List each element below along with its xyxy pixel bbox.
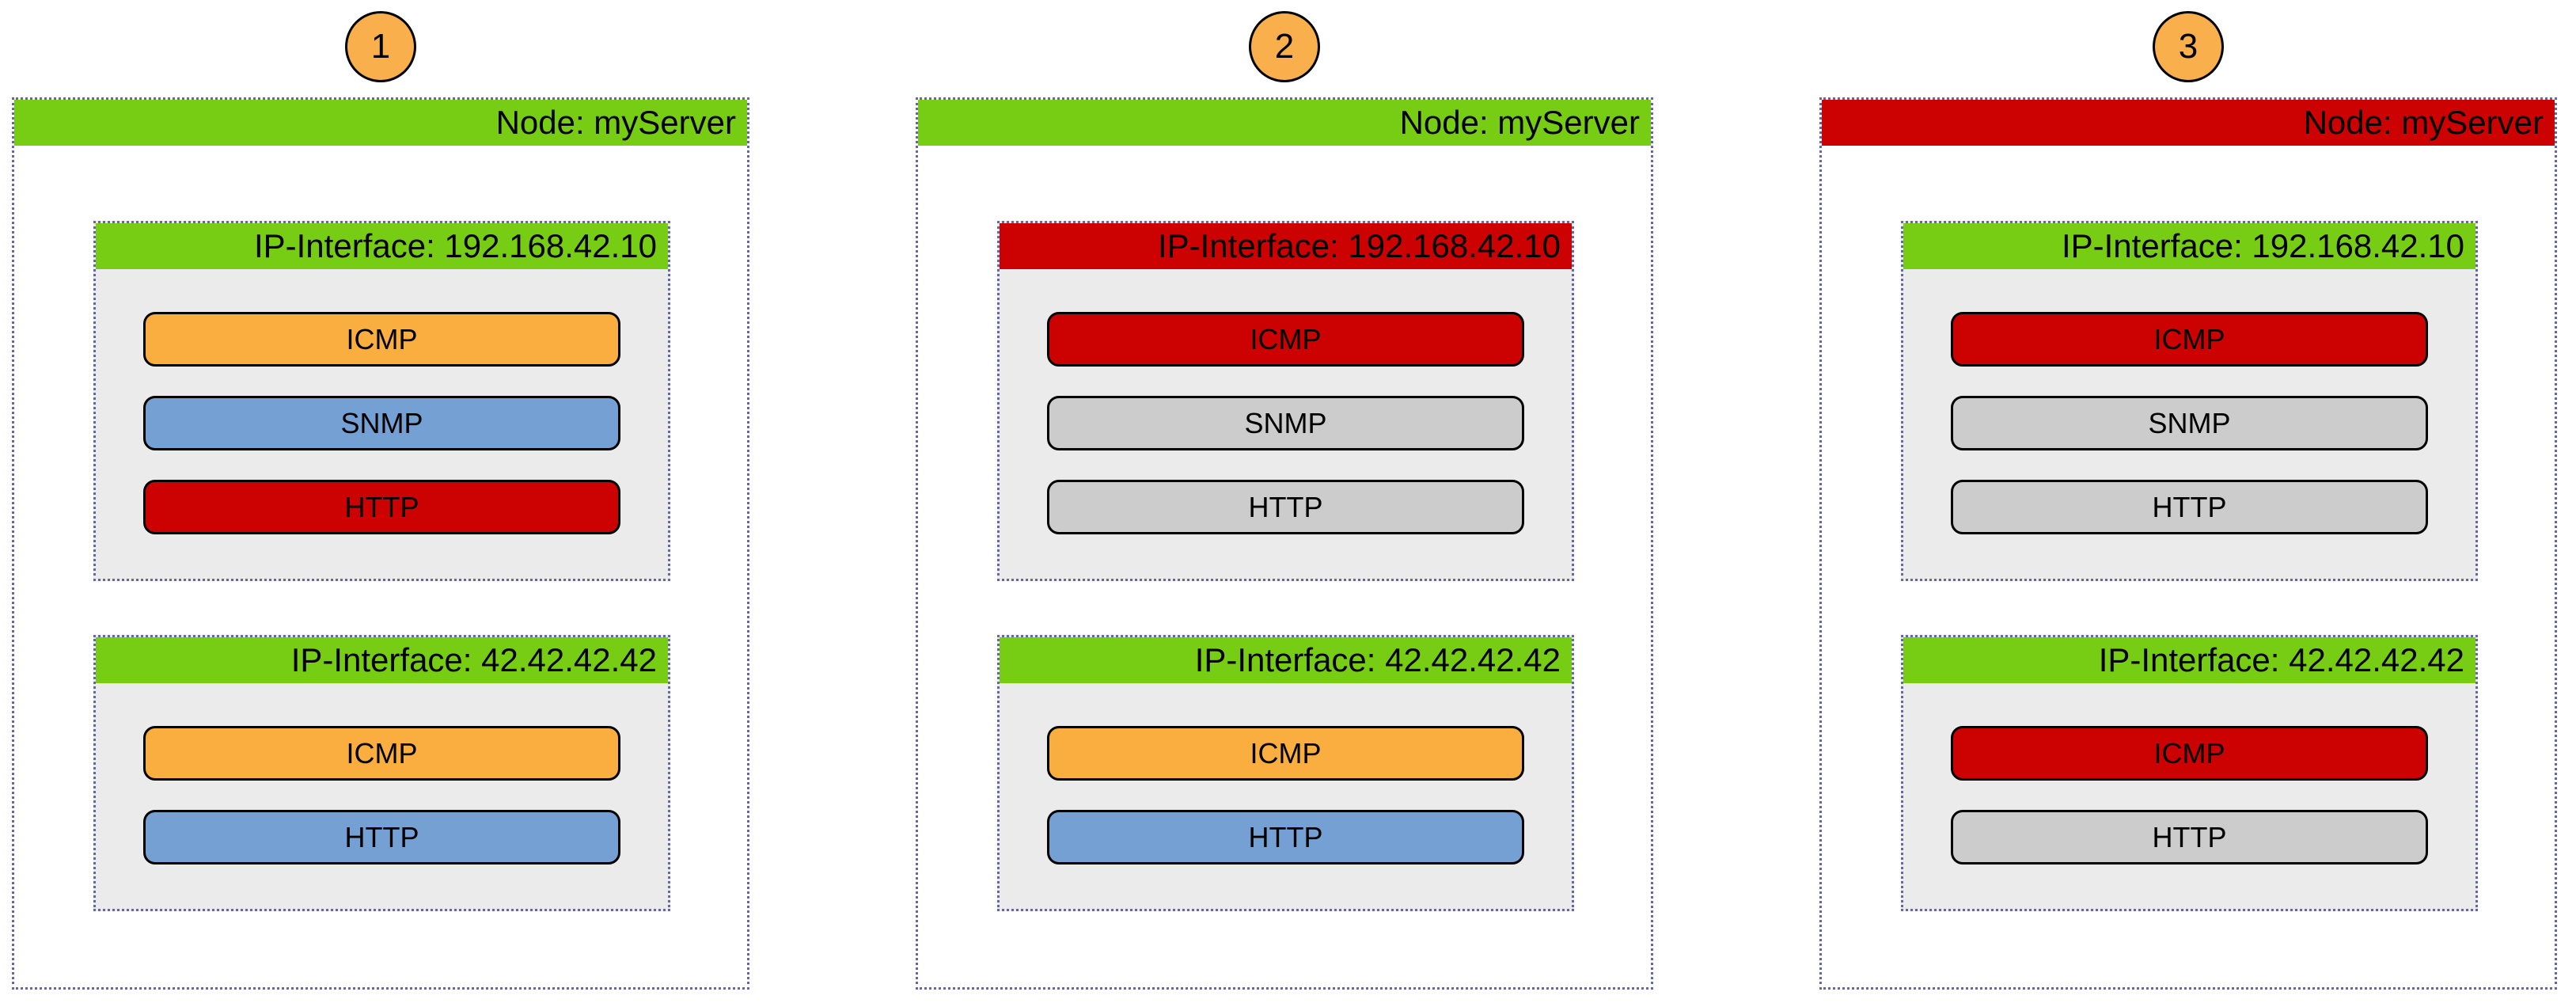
service-chip-http: HTTP: [1951, 480, 2428, 534]
ip-interface-box: IP-Interface: 192.168.42.10 ICMP SNMP HT…: [93, 221, 670, 581]
node-header: Node: myServer: [14, 100, 747, 146]
service-list: ICMP SNMP HTTP: [96, 269, 668, 579]
service-list: ICMP SNMP HTTP: [1000, 269, 1572, 579]
service-chip-http: HTTP: [143, 480, 620, 534]
node-body: IP-Interface: 192.168.42.10 ICMP SNMP HT…: [918, 146, 1651, 911]
ip-interface-header: IP-Interface: 192.168.42.10: [1000, 223, 1572, 269]
service-chip-snmp: SNMP: [143, 396, 620, 450]
service-chip-icmp: ICMP: [143, 312, 620, 367]
ip-interface-box: IP-Interface: 192.168.42.10 ICMP SNMP HT…: [997, 221, 1574, 581]
node-box: Node: myServer IP-Interface: 192.168.42.…: [12, 97, 749, 990]
ip-interface-header: IP-Interface: 192.168.42.10: [96, 223, 668, 269]
ip-interface-header: IP-Interface: 192.168.42.10: [1903, 223, 2475, 269]
node-box: Node: myServer IP-Interface: 192.168.42.…: [1819, 97, 2557, 990]
service-list: ICMP HTTP: [96, 683, 668, 909]
node-header: Node: myServer: [1822, 100, 2555, 146]
service-chip-http: HTTP: [1951, 810, 2428, 864]
ip-interface-box: IP-Interface: 42.42.42.42 ICMP HTTP: [1901, 635, 2478, 911]
ip-interface-header: IP-Interface: 42.42.42.42: [1000, 637, 1572, 683]
scenario-step-1: 1 Node: myServer IP-Interface: 192.168.4…: [12, 11, 749, 1007]
service-list: ICMP HTTP: [1000, 683, 1572, 909]
service-chip-icmp: ICMP: [1951, 312, 2428, 367]
service-chip-icmp: ICMP: [1047, 726, 1524, 781]
ip-interface-box: IP-Interface: 192.168.42.10 ICMP SNMP HT…: [1901, 221, 2478, 581]
ip-interface-box: IP-Interface: 42.42.42.42 ICMP HTTP: [93, 635, 670, 911]
node-box: Node: myServer IP-Interface: 192.168.42.…: [916, 97, 1653, 990]
scenario-step-2: 2 Node: myServer IP-Interface: 192.168.4…: [916, 11, 1653, 1007]
service-chip-snmp: SNMP: [1047, 396, 1524, 450]
service-chip-http: HTTP: [1047, 810, 1524, 864]
scenario-step-3: 3 Node: myServer IP-Interface: 192.168.4…: [1819, 11, 2557, 1007]
ip-interface-header: IP-Interface: 42.42.42.42: [96, 637, 668, 683]
service-chip-icmp: ICMP: [1951, 726, 2428, 781]
service-chip-icmp: ICMP: [1047, 312, 1524, 367]
step-number-badge: 3: [2153, 11, 2224, 82]
service-chip-http: HTTP: [1047, 480, 1524, 534]
service-chip-snmp: SNMP: [1951, 396, 2428, 450]
step-number-badge: 1: [345, 11, 416, 82]
node-body: IP-Interface: 192.168.42.10 ICMP SNMP HT…: [14, 146, 747, 911]
service-chip-icmp: ICMP: [143, 726, 620, 781]
step-number-badge: 2: [1249, 11, 1320, 82]
ip-interface-header: IP-Interface: 42.42.42.42: [1903, 637, 2475, 683]
node-body: IP-Interface: 192.168.42.10 ICMP SNMP HT…: [1822, 146, 2555, 911]
node-header: Node: myServer: [918, 100, 1651, 146]
service-list: ICMP HTTP: [1903, 683, 2475, 909]
service-list: ICMP SNMP HTTP: [1903, 269, 2475, 579]
service-chip-http: HTTP: [143, 810, 620, 864]
ip-interface-box: IP-Interface: 42.42.42.42 ICMP HTTP: [997, 635, 1574, 911]
